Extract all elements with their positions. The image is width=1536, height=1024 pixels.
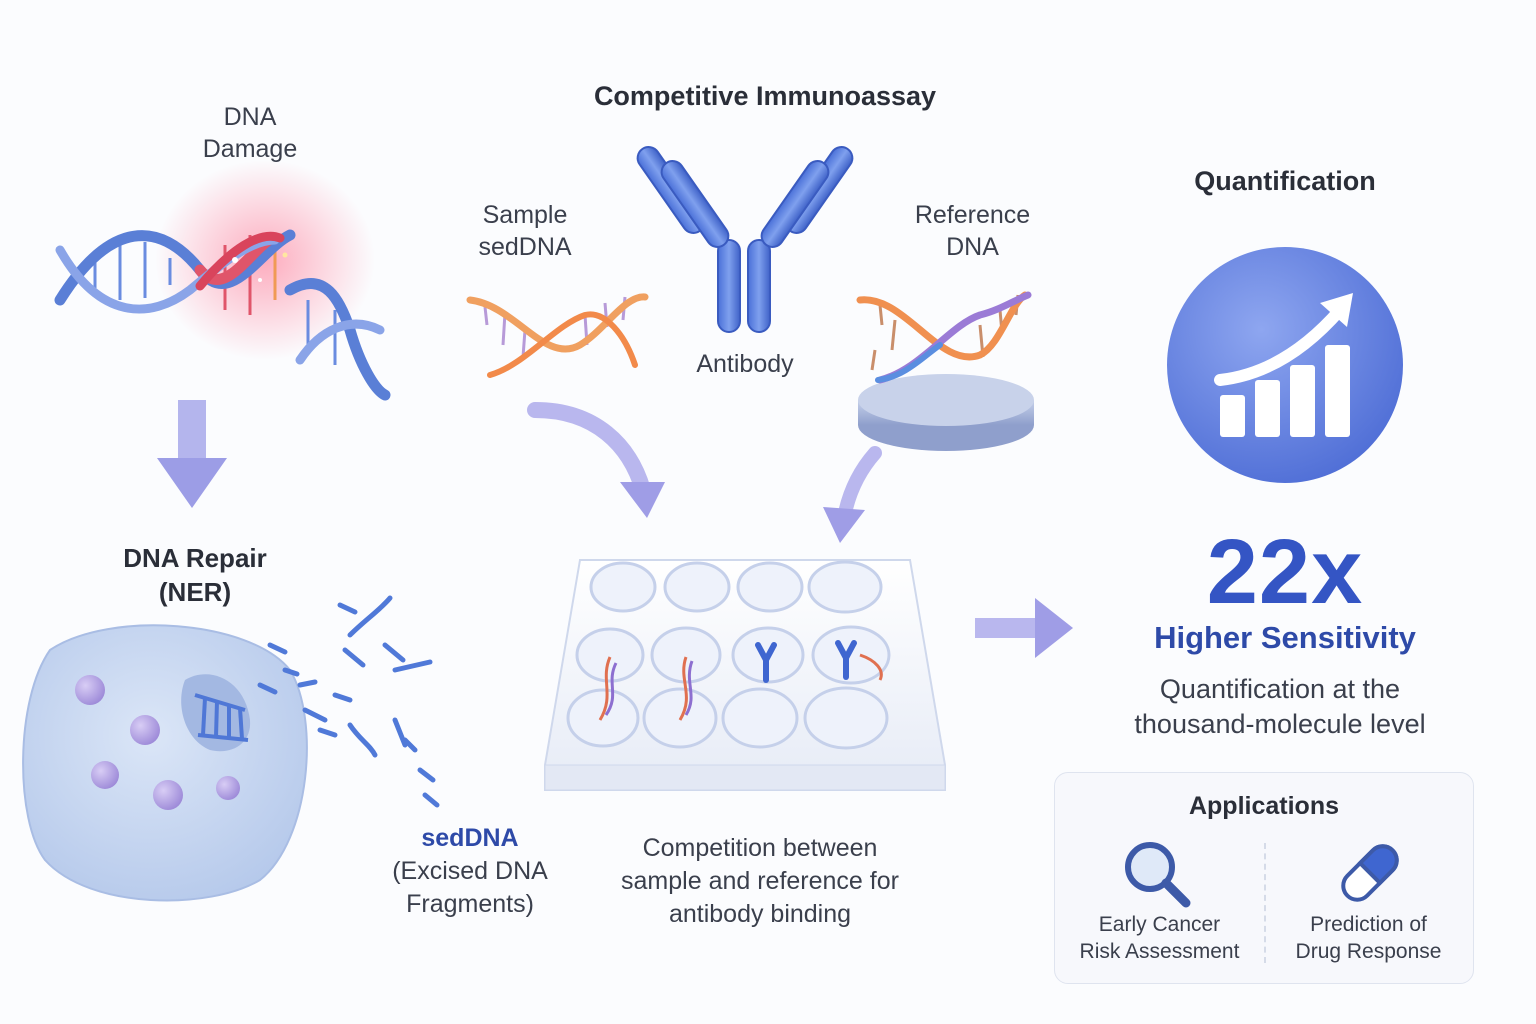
competition-caption-line2: sample and reference for [621, 867, 899, 895]
reference-dna-label-line1: Reference [914, 201, 1031, 229]
app-item-drug-response-line1: Prediction of [1310, 913, 1427, 936]
applications-divider [1264, 843, 1266, 963]
applications-panel: Applications Early Cancer Risk Assessmen… [1054, 772, 1474, 984]
capsule-icon [1341, 844, 1399, 902]
applications-title: Applications [1188, 792, 1339, 820]
quantification-detail-line1: Quantification at the [1159, 674, 1401, 704]
quantification-detail: Quantification at the thousand-molecule … [1110, 672, 1450, 742]
well-plate-icon [544, 559, 946, 791]
right-arrow-icon [975, 598, 1073, 658]
magnifier-icon [1125, 842, 1191, 908]
dna-repair-label-line2: (NER) [158, 577, 232, 607]
growth-chart-icon [1167, 247, 1403, 483]
down-arrow-icon [157, 400, 227, 508]
dna-repair-label-line1: DNA Repair [123, 543, 267, 573]
reference-dna-label: Reference DNA [900, 199, 1045, 263]
dna-repair-label: DNA Repair (NER) [110, 541, 280, 609]
app-item-cancer-risk: Early Cancer Risk Assessment [1055, 911, 1264, 965]
quantification-title: Quantification [1194, 166, 1376, 196]
seddna-label: sedDNA (Excised DNA Fragments) [370, 822, 570, 921]
antibody-label: Antibody [696, 350, 794, 378]
competition-caption-line1: Competition between [642, 834, 878, 862]
sensitivity-multiplier: 22x [1206, 521, 1364, 623]
seddna-label-line1: sedDNA [421, 824, 519, 852]
seddna-label-line2: (Excised DNA [392, 857, 548, 885]
curved-arrow-left-icon [527, 402, 665, 518]
curved-arrow-right-icon [823, 446, 882, 543]
reference-dna-disc-icon [856, 291, 1034, 451]
competition-caption: Competition between sample and reference… [590, 832, 930, 931]
reference-dna-label-line2: DNA [946, 233, 999, 261]
app-item-drug-response: Prediction of Drug Response [1264, 911, 1473, 965]
dna-fragments-icon [257, 595, 440, 808]
dna-damage-label-line1: DNA [223, 103, 277, 131]
sample-seddna-label-line1: Sample [482, 201, 568, 229]
app-item-cancer-risk-line1: Early Cancer [1098, 913, 1221, 936]
higher-sensitivity-label: Higher Sensitivity [1154, 620, 1416, 655]
cell-icon [22, 624, 308, 902]
quantification-detail-line2: thousand-molecule level [1134, 709, 1426, 739]
competition-caption-line3: antibody binding [668, 900, 852, 928]
immunoassay-title: Competitive Immunoassay [593, 81, 937, 111]
dna-damage-label: DNA Damage [190, 101, 310, 165]
antibody-icon [636, 146, 854, 333]
sample-seddna-label-line2: sedDNA [478, 233, 572, 261]
seddna-label-line3: Fragments) [406, 890, 534, 918]
app-item-cancer-risk-line2: Risk Assessment [1079, 940, 1240, 963]
dna-damage-label-line2: Damage [202, 135, 298, 163]
app-item-drug-response-line2: Drug Response [1295, 940, 1442, 963]
damaged-dna-helix-icon [54, 160, 391, 401]
sample-seddna-label: Sample sedDNA [460, 199, 590, 263]
sample-dna-icon [466, 293, 649, 378]
